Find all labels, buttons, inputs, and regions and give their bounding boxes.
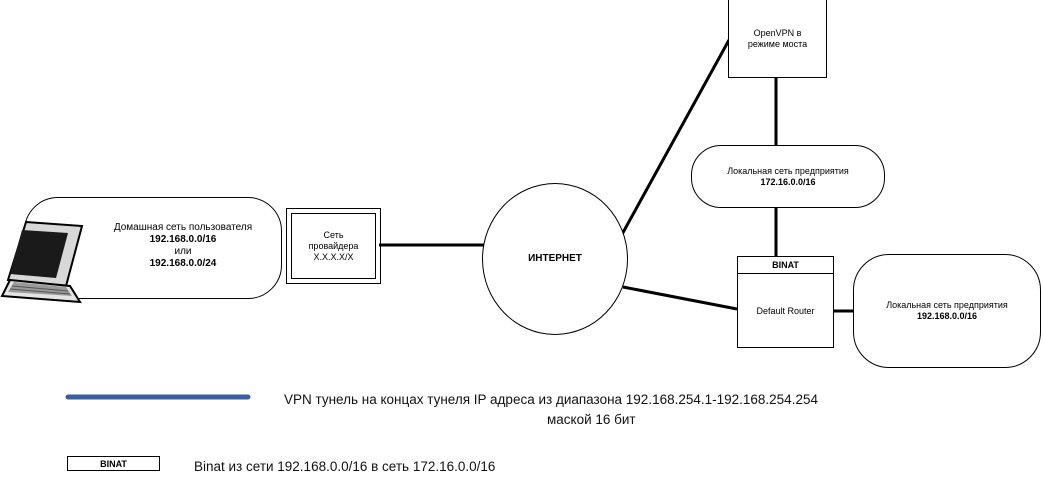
provider-line2: провайдера <box>308 240 359 251</box>
home-network-or: или <box>174 246 192 257</box>
corp-network-192-node: Локальная сеть предприятия 192.168.0.0/1… <box>853 254 1041 368</box>
router-binat-label: BINAT <box>738 257 833 274</box>
corp-192-title: Локальная сеть предприятия <box>886 300 1008 310</box>
corp-172-subnet: 172.16.0.0/16 <box>760 176 816 187</box>
binat-legend-box: BINAT <box>67 456 160 471</box>
corp-192-subnet: 192.168.0.0/16 <box>916 311 978 321</box>
default-router-node: BINAT Default Router <box>737 256 834 348</box>
openvpn-bridge-node: OpenVPN в режиме моста <box>728 0 827 78</box>
vpn-legend-text-line1: VPN тунель на концах тунеля IP адреса из… <box>284 392 818 407</box>
home-network-subnet-a: 192.168.0.0/16 <box>149 234 217 245</box>
corp-network-172-node: Локальная сеть предприятия 172.16.0.0/16 <box>691 145 885 208</box>
corp-172-title: Локальная сеть предприятия <box>727 165 849 176</box>
provider-network-node: Сеть провайдера X.X.X.X/X <box>286 208 381 284</box>
vpn-legend-text-line2: маской 16 бит <box>547 412 636 427</box>
provider-line1: Сеть <box>323 229 344 240</box>
provider-subnet: X.X.X.X/X <box>313 251 354 262</box>
home-network-subnet-b: 192.168.0.0/24 <box>149 258 217 269</box>
home-network-title: Домашная сеть пользователя <box>113 222 253 233</box>
internet-node: ИНТЕРНЕТ <box>482 183 628 335</box>
openvpn-line1: OpenVPN в <box>753 27 802 38</box>
laptop-icon <box>0 220 84 304</box>
router-label: Default Router <box>756 305 815 316</box>
binat-legend-text: Binat из сети 192.168.0.0/16 в сеть 172.… <box>194 459 496 474</box>
link-internet-openvpn <box>618 39 731 239</box>
openvpn-line2: режиме моста <box>747 38 808 49</box>
internet-label: ИНТЕРНЕТ <box>528 253 582 264</box>
link-internet-router <box>622 285 738 311</box>
